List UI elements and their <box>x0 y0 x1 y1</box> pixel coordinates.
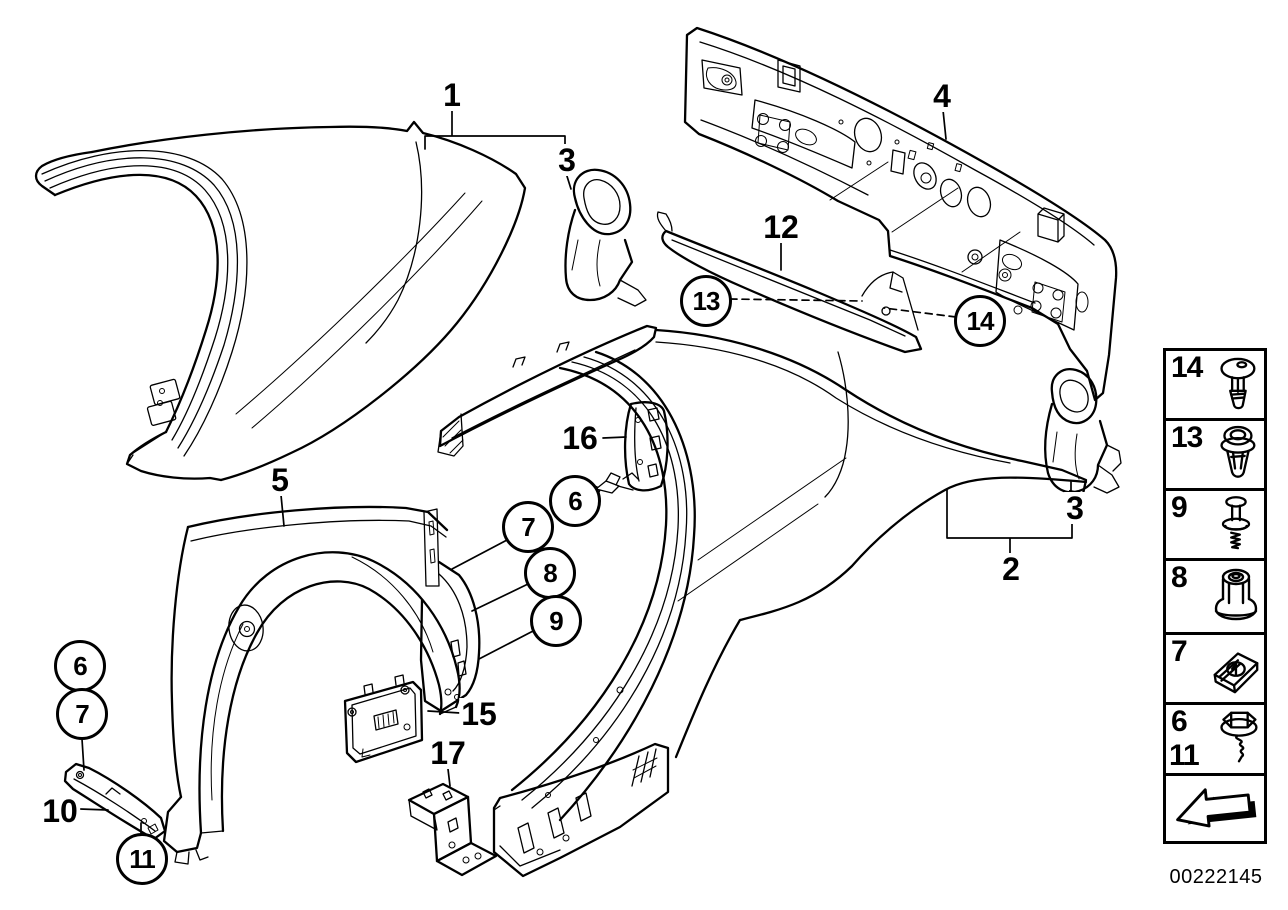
callout-12[interactable]: 12 <box>761 209 801 245</box>
legend-number: 8 <box>1171 561 1188 594</box>
callout-6-circle-bottom[interactable]: 6 <box>54 640 106 692</box>
callout-3-left[interactable]: 3 <box>556 142 578 178</box>
part-2-side-panel-frame-drawing <box>437 324 1088 878</box>
plastic-nut-icon <box>1214 568 1258 620</box>
legend-number: 7 <box>1171 635 1188 668</box>
part-17-bracket-drawing <box>407 782 498 877</box>
callout-13-circle[interactable]: 13 <box>680 275 732 327</box>
expanding-rivet-icon <box>1220 357 1256 409</box>
callout-4[interactable]: 4 <box>931 78 953 114</box>
callout-7-circle-mid[interactable]: 7 <box>502 501 554 553</box>
legend-number: 6 <box>1171 705 1188 738</box>
part-1-side-panel-drawing <box>34 120 527 482</box>
part-5-wheel-arch-liner-drawing <box>162 505 481 865</box>
callout-2[interactable]: 2 <box>1000 551 1022 587</box>
hex-bolt-icon <box>1220 711 1258 763</box>
clip-fastener-drawing <box>595 472 639 498</box>
legend-item-13[interactable]: 13 <box>1166 421 1264 491</box>
legend-number-secondary: 11 <box>1169 739 1200 772</box>
callout-5[interactable]: 5 <box>269 462 291 498</box>
legend-item-direction[interactable] <box>1166 776 1264 841</box>
legend-item-7[interactable]: 7 <box>1166 635 1264 705</box>
callout-3-right[interactable]: 3 <box>1064 490 1086 526</box>
callout-6-circle-mid[interactable]: 6 <box>549 475 601 527</box>
callout-9-circle[interactable]: 9 <box>530 595 582 647</box>
part-4-rear-panel-drawing <box>683 26 1118 402</box>
legend-item-8[interactable]: 8 <box>1166 561 1264 635</box>
callout-8-circle[interactable]: 8 <box>524 547 576 599</box>
callout-7-circle-bottom[interactable]: 7 <box>56 688 108 740</box>
fastener-legend: 14 13 <box>1163 348 1267 844</box>
part-16-bracket-drawing <box>623 401 669 492</box>
direction-arrow-icon <box>1176 787 1257 827</box>
callout-17[interactable]: 17 <box>428 735 468 771</box>
callout-leader-lines <box>79 107 1073 835</box>
part-15-plate-drawing <box>343 674 424 764</box>
legend-number: 14 <box>1171 351 1203 384</box>
legend-number: 13 <box>1171 421 1203 454</box>
callout-11-circle[interactable]: 11 <box>116 833 168 885</box>
callout-14-circle[interactable]: 14 <box>954 295 1006 347</box>
callout-1[interactable]: 1 <box>441 77 463 113</box>
sheet-metal-clip-icon <box>1213 651 1259 693</box>
legend-item-14[interactable]: 14 <box>1166 351 1264 421</box>
legend-item-6-11[interactable]: 6 11 <box>1166 705 1264 776</box>
part-3-bracket-right-drawing <box>1044 367 1122 494</box>
callout-10[interactable]: 10 <box>40 793 80 829</box>
legend-item-9[interactable]: 9 <box>1166 491 1264 561</box>
shoulder-screw-icon <box>1221 495 1251 549</box>
legend-number: 9 <box>1171 491 1188 524</box>
diagram-id: 00222145 <box>1169 866 1263 888</box>
grommet-clip-icon <box>1220 425 1256 478</box>
callout-16[interactable]: 16 <box>560 420 600 456</box>
callout-15[interactable]: 15 <box>459 696 499 732</box>
part-3-bracket-left-drawing <box>564 168 647 307</box>
part-12-strip-drawing <box>656 211 923 354</box>
part-10-strip-drawing <box>63 762 167 841</box>
